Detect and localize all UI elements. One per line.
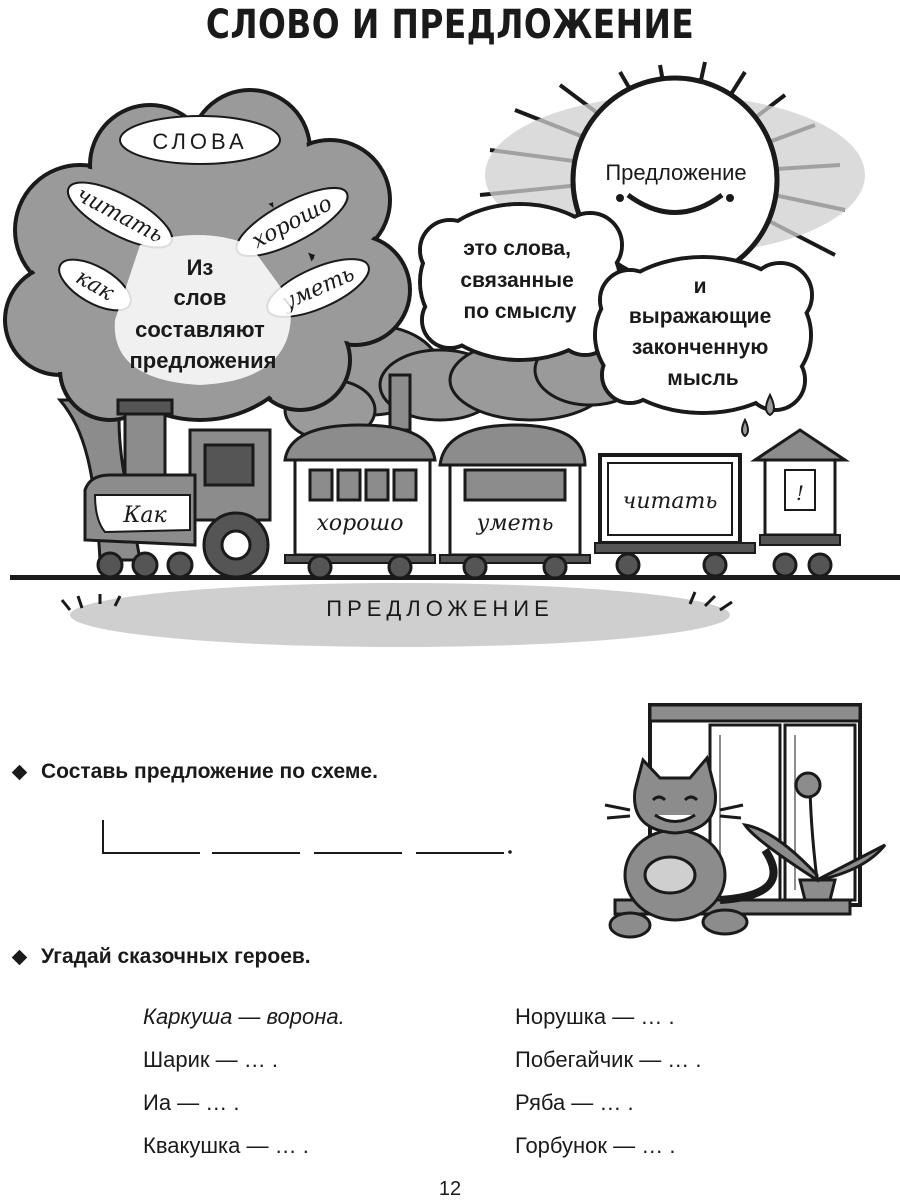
answer-left-1: Каркуша — ворона. bbox=[143, 1004, 345, 1029]
tree-center-line-2: слов bbox=[173, 285, 226, 310]
task-1-text: Составь предложение по схеме. bbox=[41, 760, 378, 783]
page-number: 12 bbox=[438, 1178, 462, 1200]
train-car-4: читать bbox=[594, 453, 756, 578]
car-word-1: Как bbox=[122, 503, 167, 528]
illustration: Предложение это слова, связанные по смыс… bbox=[3, 61, 900, 647]
sun-smile bbox=[626, 192, 724, 215]
answer-left-3: Иа — … . bbox=[143, 1090, 240, 1115]
car-word-5: ! bbox=[796, 481, 804, 505]
cloud-right-line-4: мысль bbox=[667, 367, 738, 390]
rail-track bbox=[10, 575, 900, 580]
answer-right-2: Побегайчик — … . bbox=[515, 1047, 702, 1072]
answer-left-4: Квакушка — … . bbox=[143, 1133, 309, 1158]
scheme-first-word bbox=[102, 820, 200, 854]
train-car-3: уметь bbox=[438, 423, 591, 580]
speech-cloud-right: и выражающие законченную мысль bbox=[593, 255, 814, 438]
answer-right-1: Норушка — … . bbox=[515, 1004, 675, 1029]
tree-label-bubble bbox=[119, 115, 281, 165]
train-car-5: ! bbox=[750, 428, 850, 578]
car-word-3: уметь bbox=[476, 511, 554, 536]
tree-center-line-4: предложения bbox=[130, 348, 277, 373]
plant-icon bbox=[741, 771, 887, 883]
locomotive-icon: Как bbox=[83, 398, 272, 579]
car-word-2: хорошо bbox=[316, 511, 403, 536]
plant-pot-icon bbox=[798, 878, 837, 902]
cloud-right-line-3: законченную bbox=[632, 336, 769, 359]
train-car-2: хорошо bbox=[283, 373, 437, 580]
svg-text:это слова, связанные: это слова, связанные по смыслу bbox=[460, 237, 579, 323]
tree-center-bubble bbox=[114, 235, 291, 385]
ground-shadow bbox=[70, 583, 730, 647]
answer-right-3: Ряба — … . bbox=[515, 1090, 634, 1115]
cloud-left-line-3: по смыслу bbox=[464, 300, 577, 323]
svg-text:и выражающие закон: и выражающие законченную мысль bbox=[629, 275, 777, 390]
diamond-bullet-icon bbox=[11, 764, 28, 780]
drops-icon bbox=[741, 392, 775, 438]
answers-left-column: Каркуша — ворона. Шарик — … . Иа — … . К… bbox=[143, 995, 345, 1167]
speech-cloud-left: это слова, связанные по смыслу bbox=[418, 202, 624, 362]
task-1: Составь предложение по схеме. bbox=[10, 760, 378, 784]
cloud-left-line-1: это слова, bbox=[463, 237, 571, 260]
answer-left-2: Шарик — … . bbox=[143, 1047, 278, 1072]
scheme-period bbox=[508, 850, 512, 854]
page-title: СЛОВО И ПРЕДЛОЖЕНИЕ bbox=[205, 2, 695, 48]
cat-window-icon bbox=[604, 703, 887, 939]
svg-text:Из слов составляют: Из слов составляют предложения bbox=[130, 255, 277, 373]
cloud-right-line-2: выражающие bbox=[629, 305, 771, 328]
car-word-4: читать bbox=[623, 489, 718, 514]
sun-icon: Предложение bbox=[479, 61, 865, 285]
cat-icon bbox=[604, 754, 778, 939]
tree-center-line-3: составляют bbox=[135, 317, 265, 342]
tree-label: СЛОВА bbox=[152, 129, 247, 154]
diamond-bullet-icon bbox=[11, 949, 28, 965]
grass-marks bbox=[60, 591, 733, 612]
answers-right-column: Норушка — … . Побегайчик — … . Ряба — … … bbox=[515, 995, 702, 1167]
loco-chimney bbox=[123, 403, 167, 477]
sentence-scheme bbox=[102, 820, 512, 854]
task-2-text: Угадай сказочных героев. bbox=[41, 945, 311, 968]
tree-center-line-1: Из bbox=[187, 255, 214, 280]
cloud-right-line-1: и bbox=[694, 275, 707, 298]
cloud-left-line-2: связанные bbox=[460, 269, 573, 292]
sun-label: Предложение bbox=[605, 160, 746, 185]
task-2: Угадай сказочных героев. bbox=[10, 945, 311, 969]
ground-label: ПРЕДЛОЖЕНИЕ bbox=[326, 596, 554, 621]
answer-right-4: Горбунок — … . bbox=[515, 1133, 676, 1158]
